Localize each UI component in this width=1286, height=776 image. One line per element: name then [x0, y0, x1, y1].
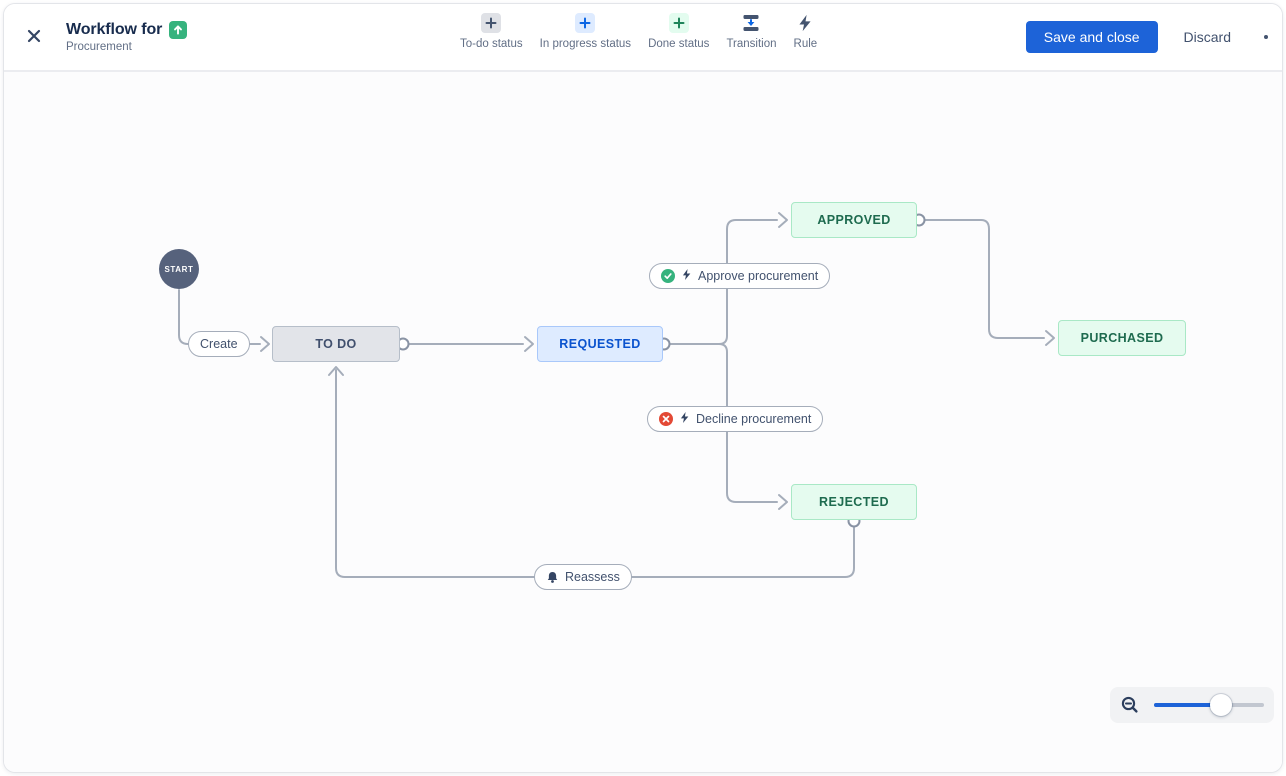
zoom-control [1110, 687, 1274, 723]
status-node-approved[interactable]: APPROVED [791, 202, 917, 238]
workflow-canvas[interactable]: START TO DO REQUESTED APPROVED PURCHASED… [4, 72, 1282, 772]
status-label: PURCHASED [1080, 331, 1164, 345]
connector-reassess[interactable] [328, 366, 855, 578]
toolbar: To-do status In progress status Done sta… [460, 13, 817, 50]
transition-pill-approve-procurement[interactable]: Approve procurement [649, 263, 831, 289]
header-left: Workflow for Procurement [18, 4, 188, 70]
transition-pill-reassess[interactable]: Reassess [534, 564, 632, 590]
add-todo-status-button[interactable]: To-do status [460, 13, 523, 50]
overflow-dot [1264, 35, 1268, 39]
status-node-rejected[interactable]: REJECTED [791, 484, 917, 520]
connector-todo-to-requested[interactable] [408, 336, 534, 352]
cross-circle-icon [659, 412, 673, 426]
status-label: REQUESTED [559, 337, 641, 351]
page-subtitle: Procurement [66, 41, 132, 53]
tool-label: To-do status [460, 38, 523, 50]
bell-icon [546, 571, 559, 584]
discard-button[interactable]: Discard [1183, 29, 1231, 45]
tool-label: Done status [648, 38, 710, 50]
header-actions: Save and close Discard [1025, 4, 1268, 70]
zoom-slider[interactable] [1154, 694, 1264, 716]
close-icon [27, 29, 41, 46]
add-transition-button[interactable]: Transition [726, 13, 777, 50]
transition-pill-create[interactable]: Create [188, 331, 250, 357]
transition-label: Reassess [565, 570, 620, 584]
status-label: APPROVED [817, 213, 891, 227]
lightning-bolt-icon [681, 268, 692, 284]
plus-icon-gray [481, 13, 502, 33]
page-title: Workflow for [66, 21, 163, 38]
add-inprogress-status-button[interactable]: In progress status [540, 13, 631, 50]
status-label: REJECTED [819, 495, 889, 509]
zoom-slider-thumb[interactable] [1210, 694, 1232, 716]
plus-icon-green [668, 13, 689, 33]
zoom-slider-fill [1154, 703, 1221, 707]
tool-label: Transition [726, 38, 777, 50]
tool-label: In progress status [539, 38, 632, 50]
header: Workflow for Procurement To-do status [4, 4, 1282, 72]
workflow-editor-window: Workflow for Procurement To-do status [3, 3, 1283, 773]
status-node-todo[interactable]: TO DO [272, 326, 400, 362]
lightning-bolt-icon [795, 13, 815, 33]
transition-label: Approve procurement [698, 269, 819, 283]
transition-pill-decline-procurement[interactable]: Decline procurement [647, 406, 824, 432]
add-rule-button[interactable]: Rule [793, 13, 818, 50]
status-node-requested[interactable]: REQUESTED [537, 326, 663, 362]
start-node[interactable]: START [159, 249, 199, 289]
transition-label: Decline procurement [696, 412, 812, 426]
tool-label: Rule [793, 38, 818, 50]
title-block: Workflow for Procurement [66, 21, 188, 53]
transition-label: Create [200, 337, 238, 351]
close-button[interactable] [18, 21, 50, 53]
lightning-bolt-icon [679, 411, 690, 427]
connector-approved-to-purchased[interactable] [924, 219, 1055, 346]
check-circle-icon [661, 269, 675, 283]
connector-layer [178, 212, 1055, 578]
plus-icon-blue [575, 13, 596, 33]
transition-icon [741, 13, 761, 33]
zoom-out-icon[interactable] [1120, 695, 1140, 715]
workflow-type-icon [169, 21, 188, 39]
add-done-status-button[interactable]: Done status [648, 13, 709, 50]
save-and-close-button[interactable]: Save and close [1025, 21, 1158, 53]
status-node-purchased[interactable]: PURCHASED [1058, 320, 1186, 356]
status-label: TO DO [315, 337, 357, 351]
